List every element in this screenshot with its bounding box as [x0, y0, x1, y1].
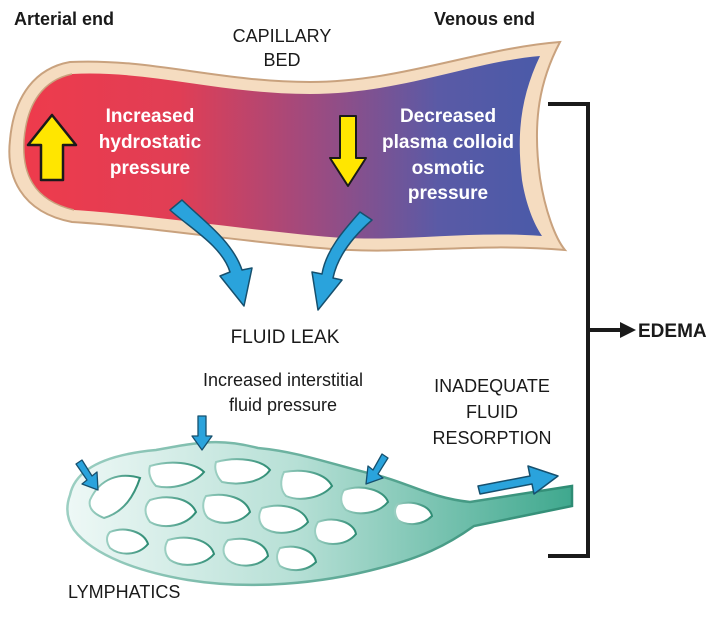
capillary-bed-line1: CAPILLARY	[233, 26, 332, 46]
pressure-arrow-top-icon	[191, 415, 213, 451]
decreased-plasma-line4: pressure	[408, 183, 488, 204]
pressure-arrow-right-icon	[365, 453, 389, 485]
decreased-plasma-line2: plasma colloid	[382, 132, 514, 153]
increase-arrow-icon	[26, 113, 78, 182]
increased-hydro-line3: pressure	[110, 158, 190, 179]
venous-end-label: Venous end	[434, 9, 535, 29]
leak-arrow-left-icon	[169, 199, 253, 307]
decreased-plasma-line1: Decreased	[400, 106, 496, 127]
capillary-bed-line2: BED	[263, 50, 300, 70]
interstitial-line2: fluid pressure	[229, 395, 337, 415]
fluid-leak-arrows	[169, 199, 373, 311]
increased-hydro-line1: Increased	[106, 106, 195, 127]
leak-arrow-right-icon	[311, 211, 373, 311]
increased-hydro-line2: hydrostatic	[99, 132, 202, 153]
capillary-vessel	[8, 40, 568, 252]
lymphatic-vessel	[66, 440, 574, 587]
edema-bracket	[548, 102, 622, 558]
edema-arrow-icon	[620, 322, 636, 338]
decrease-arrow-icon	[329, 115, 367, 187]
decreased-plasma-line3: osmotic	[412, 158, 485, 179]
inadequate-line1: INADEQUATE	[434, 376, 550, 396]
edema-label: EDEMA	[638, 321, 707, 342]
inadequate-line2: FLUID	[466, 402, 518, 422]
arterial-end-label: Arterial end	[14, 9, 114, 29]
resorption-arrow-icon	[477, 465, 559, 495]
lymphatic-network	[66, 440, 574, 587]
interstitial-line1: Increased interstitial	[203, 370, 363, 390]
vessel-lumen	[23, 56, 543, 239]
inadequate-line3: RESORPTION	[432, 428, 551, 448]
fluid-leak-label: FLUID LEAK	[231, 327, 340, 348]
lymphatics-label: LYMPHATICS	[68, 582, 180, 602]
pressure-arrow-left-icon	[75, 459, 99, 491]
